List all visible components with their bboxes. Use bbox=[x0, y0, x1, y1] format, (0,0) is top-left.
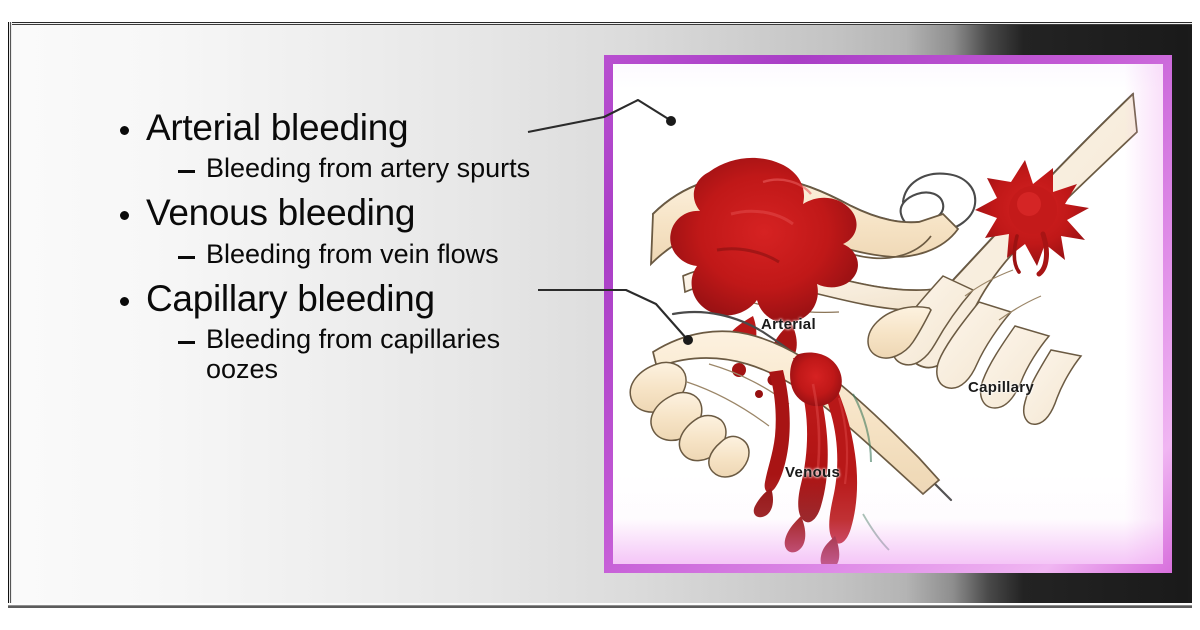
dash-icon bbox=[178, 255, 195, 259]
capillary-hand-figure bbox=[867, 92, 1138, 425]
dash-icon bbox=[178, 341, 195, 345]
bullet-item-capillary: Capillary bleeding bbox=[120, 279, 590, 318]
bleeding-types-illustration: A bbox=[629, 92, 1138, 564]
subbullet-label-venous: Bleeding from vein flows bbox=[206, 238, 499, 269]
slide-left-rule bbox=[8, 22, 12, 608]
subbullet-label-capillary: Bleeding from capillaries oozes bbox=[206, 324, 501, 385]
bullet-label-arterial: Arterial bleeding bbox=[146, 107, 409, 148]
illustration-label-venous: Venous bbox=[785, 464, 841, 481]
illustration-panel: A bbox=[604, 55, 1172, 573]
bullet-label-venous: Venous bleeding bbox=[146, 192, 416, 234]
bullet-list: Arterial bleeding Bleeding from artery s… bbox=[120, 108, 590, 395]
bullet-group-capillary: Capillary bleeding Bleeding from capilla… bbox=[120, 279, 590, 385]
bullet-dot-icon bbox=[120, 296, 129, 306]
venous-hand-figure bbox=[629, 310, 953, 564]
presentation-slide: Arterial bleeding Bleeding from artery s… bbox=[8, 22, 1192, 608]
illustration-label-arterial: Arterial bbox=[761, 316, 816, 333]
illustration-canvas: A bbox=[613, 64, 1163, 564]
bullet-label-capillary: Capillary bleeding bbox=[146, 277, 435, 319]
bullet-dot-icon bbox=[120, 126, 129, 135]
subbullet-label-arterial: Bleeding from artery spurts bbox=[206, 153, 531, 184]
subbullet-item-arterial: Bleeding from artery spurts bbox=[178, 153, 590, 183]
capillary-wound bbox=[975, 160, 1089, 277]
bullet-group-arterial: Arterial bleeding Bleeding from artery s… bbox=[120, 108, 590, 183]
bullet-group-venous: Venous bleeding Bleeding from vein flows bbox=[120, 192, 590, 269]
subbullet-item-capillary: Bleeding from capillaries oozes bbox=[178, 324, 590, 384]
bullet-item-arterial: Arterial bleeding bbox=[120, 108, 590, 147]
slide-top-rule bbox=[8, 22, 1192, 25]
bullet-item-venous: Venous bleeding bbox=[120, 192, 590, 234]
illustration-label-capillary: Capillary bbox=[968, 379, 1035, 396]
bullet-dot-icon bbox=[120, 211, 129, 221]
subbullet-item-venous: Bleeding from vein flows bbox=[178, 239, 590, 269]
dash-icon bbox=[178, 170, 195, 174]
venous-blood-flow bbox=[753, 352, 858, 564]
slide-bottom-rule bbox=[8, 603, 1192, 608]
